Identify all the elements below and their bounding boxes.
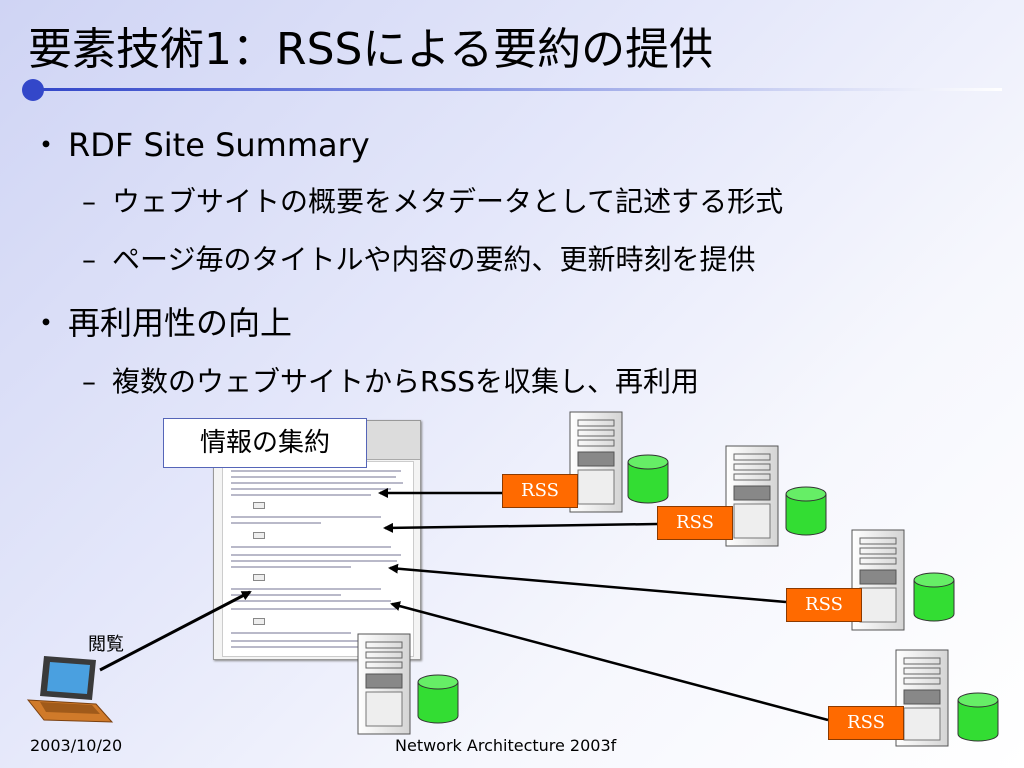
text-line [231,600,391,602]
rss-feed-badge: RSS [786,588,862,622]
slide-title: 要素技術1：RSSによる要約の提供 [28,24,714,75]
text-line [231,482,403,484]
rss-arrow [388,563,787,604]
text-line [231,632,351,634]
server-icon [569,411,623,513]
bullet-item: ・RDF Site Summary [30,120,370,166]
browse-label: 閲覧 [88,634,124,655]
database-icon [785,486,827,536]
sub-bullet-mark: – [82,365,96,398]
bullet-text: RDF Site Summary [68,126,370,164]
server-icon [357,633,411,735]
sub-bullet-text: ページ毎のタイトルや内容の要約、更新時刻を提供 [112,243,756,276]
text-line [231,554,401,556]
sub-bullet-mark: – [82,185,96,218]
browse-arrow [99,590,252,672]
server-icon [725,445,779,547]
title-bullet-dot [22,79,44,101]
title-underline [22,79,1002,101]
sub-bullet-item: –ウェブサイトの概要をメタデータとして記述する形式 [82,180,783,220]
text-line [231,476,396,478]
text-line [231,470,401,472]
sub-bullet-mark: – [82,243,96,276]
text-line [231,546,391,548]
footer-date: 2003/10/20 [30,736,123,755]
text-line [231,594,341,596]
content-button [253,618,265,625]
text-line [231,494,371,496]
bullet-mark: ・ [30,304,63,342]
footer-course: Network Architecture 2003f [395,736,617,755]
rss-feed-badge: RSS [828,706,904,740]
text-line [231,516,381,518]
bullet-item: ・再利用性の向上 [30,298,292,344]
text-line [231,560,397,562]
text-line [231,566,351,568]
sub-bullet-text: 複数のウェブサイトからRSSを収集し、再利用 [112,365,700,398]
text-line [231,646,391,648]
content-button [253,502,265,509]
database-icon [957,692,999,742]
database-icon [913,572,955,622]
info-aggregation-label: 情報の集約 [163,418,367,468]
rss-arrow [383,522,658,533]
bullet-text: 再利用性の向上 [68,304,293,342]
rss-feed-badge: RSS [502,474,578,508]
bullet-mark: ・ [30,126,63,164]
server-icon [895,649,949,747]
sub-bullet-text: ウェブサイトの概要をメタデータとして記述する形式 [112,185,784,218]
rss-feed-badge: RSS [657,506,733,540]
sub-bullet-item: –ページ毎のタイトルや内容の要約、更新時刻を提供 [82,238,755,278]
text-line [231,608,396,610]
laptop-icon [26,656,114,723]
text-line [231,588,381,590]
rss-arrow [390,601,829,722]
sub-bullet-item: –複数のウェブサイトからRSSを収集し、再利用 [82,360,699,400]
text-line [231,488,391,490]
database-icon [417,674,459,724]
content-button [253,532,265,539]
title-divider-line [40,88,1002,91]
text-line [231,522,321,524]
database-icon [627,454,669,504]
text-line [231,640,401,642]
content-button [253,574,265,581]
